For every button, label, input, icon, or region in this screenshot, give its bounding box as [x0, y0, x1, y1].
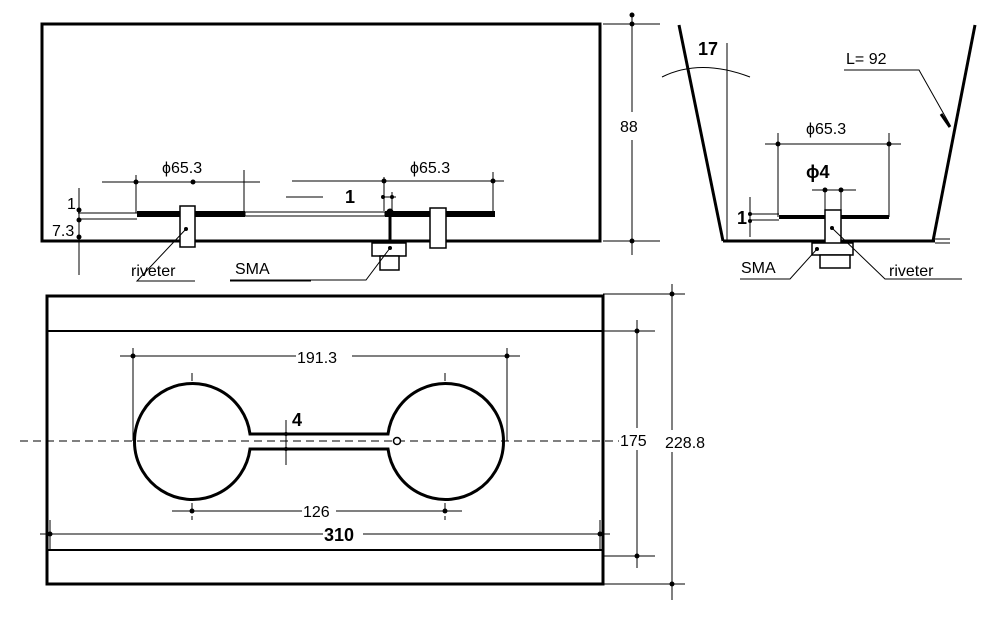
riveter-right	[429, 207, 447, 249]
gap-dimension: 1	[345, 187, 355, 207]
right-patch-diameter: ϕ65.3	[410, 160, 450, 177]
angle-dimension: 17	[698, 39, 718, 59]
feed-point	[392, 436, 402, 446]
thickness-dimension: 1	[67, 196, 76, 213]
end-riveter-label: riveter	[889, 263, 934, 280]
slot-strip	[244, 211, 386, 217]
riveter-left	[179, 205, 196, 248]
end-sma-label: SMA	[741, 260, 776, 277]
outer-span-dimension: 191.3	[297, 350, 337, 367]
inner-width-dimension: 175	[620, 433, 647, 450]
wall-length: L= 92	[846, 51, 887, 68]
riveter-label: riveter	[131, 263, 176, 280]
end-patch-diameter: ϕ65.3	[806, 121, 846, 138]
center-distance-dimension: 126	[303, 504, 330, 521]
side-view: 88 ϕ65.3 ϕ65.3 1	[40, 12, 660, 282]
length-dimension: 310	[324, 525, 354, 545]
right-wall	[931, 24, 977, 242]
end-view: 17 L= 92 ϕ65.3 ϕ4 1 SMA riveter	[661, 24, 977, 280]
left-patch-diameter: ϕ65.3	[162, 160, 202, 177]
top-outline	[45, 294, 605, 586]
total-width-dimension: 228.8	[665, 435, 705, 452]
slot-width-dimension: 4	[292, 410, 302, 430]
left-wall	[677, 24, 725, 242]
end-thickness: 1	[737, 208, 747, 228]
sma-label: SMA	[235, 261, 270, 278]
angle-arc	[661, 67, 751, 78]
height-label: 88	[620, 119, 638, 136]
cavity-outline	[40, 22, 602, 243]
substrate-height-dimension: 7.3	[52, 223, 74, 240]
top-view: 191.3 4 126 310 175 228.8	[20, 284, 710, 600]
pin-diameter: ϕ4	[806, 162, 830, 182]
